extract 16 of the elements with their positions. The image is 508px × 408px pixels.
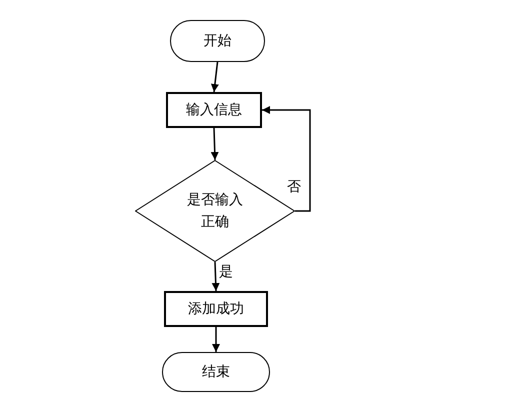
edge-label: 是 — [219, 264, 233, 280]
terminal-shape — [162, 352, 270, 392]
node-text: 添加成功 — [188, 300, 244, 318]
process-box — [166, 92, 262, 128]
node-text: 是否输入正确 — [186, 191, 244, 232]
node-text: 输入信息 — [186, 101, 242, 119]
arrow — [212, 327, 220, 352]
arrow — [212, 262, 220, 292]
arrow — [210, 62, 219, 92]
terminal-shape — [170, 20, 265, 62]
node-text: 开始 — [204, 32, 232, 50]
arrow — [262, 106, 311, 212]
arrow — [210, 128, 219, 160]
edge-label: 否 — [287, 179, 301, 195]
node-text: 结束 — [202, 363, 230, 381]
process-box — [164, 291, 268, 327]
